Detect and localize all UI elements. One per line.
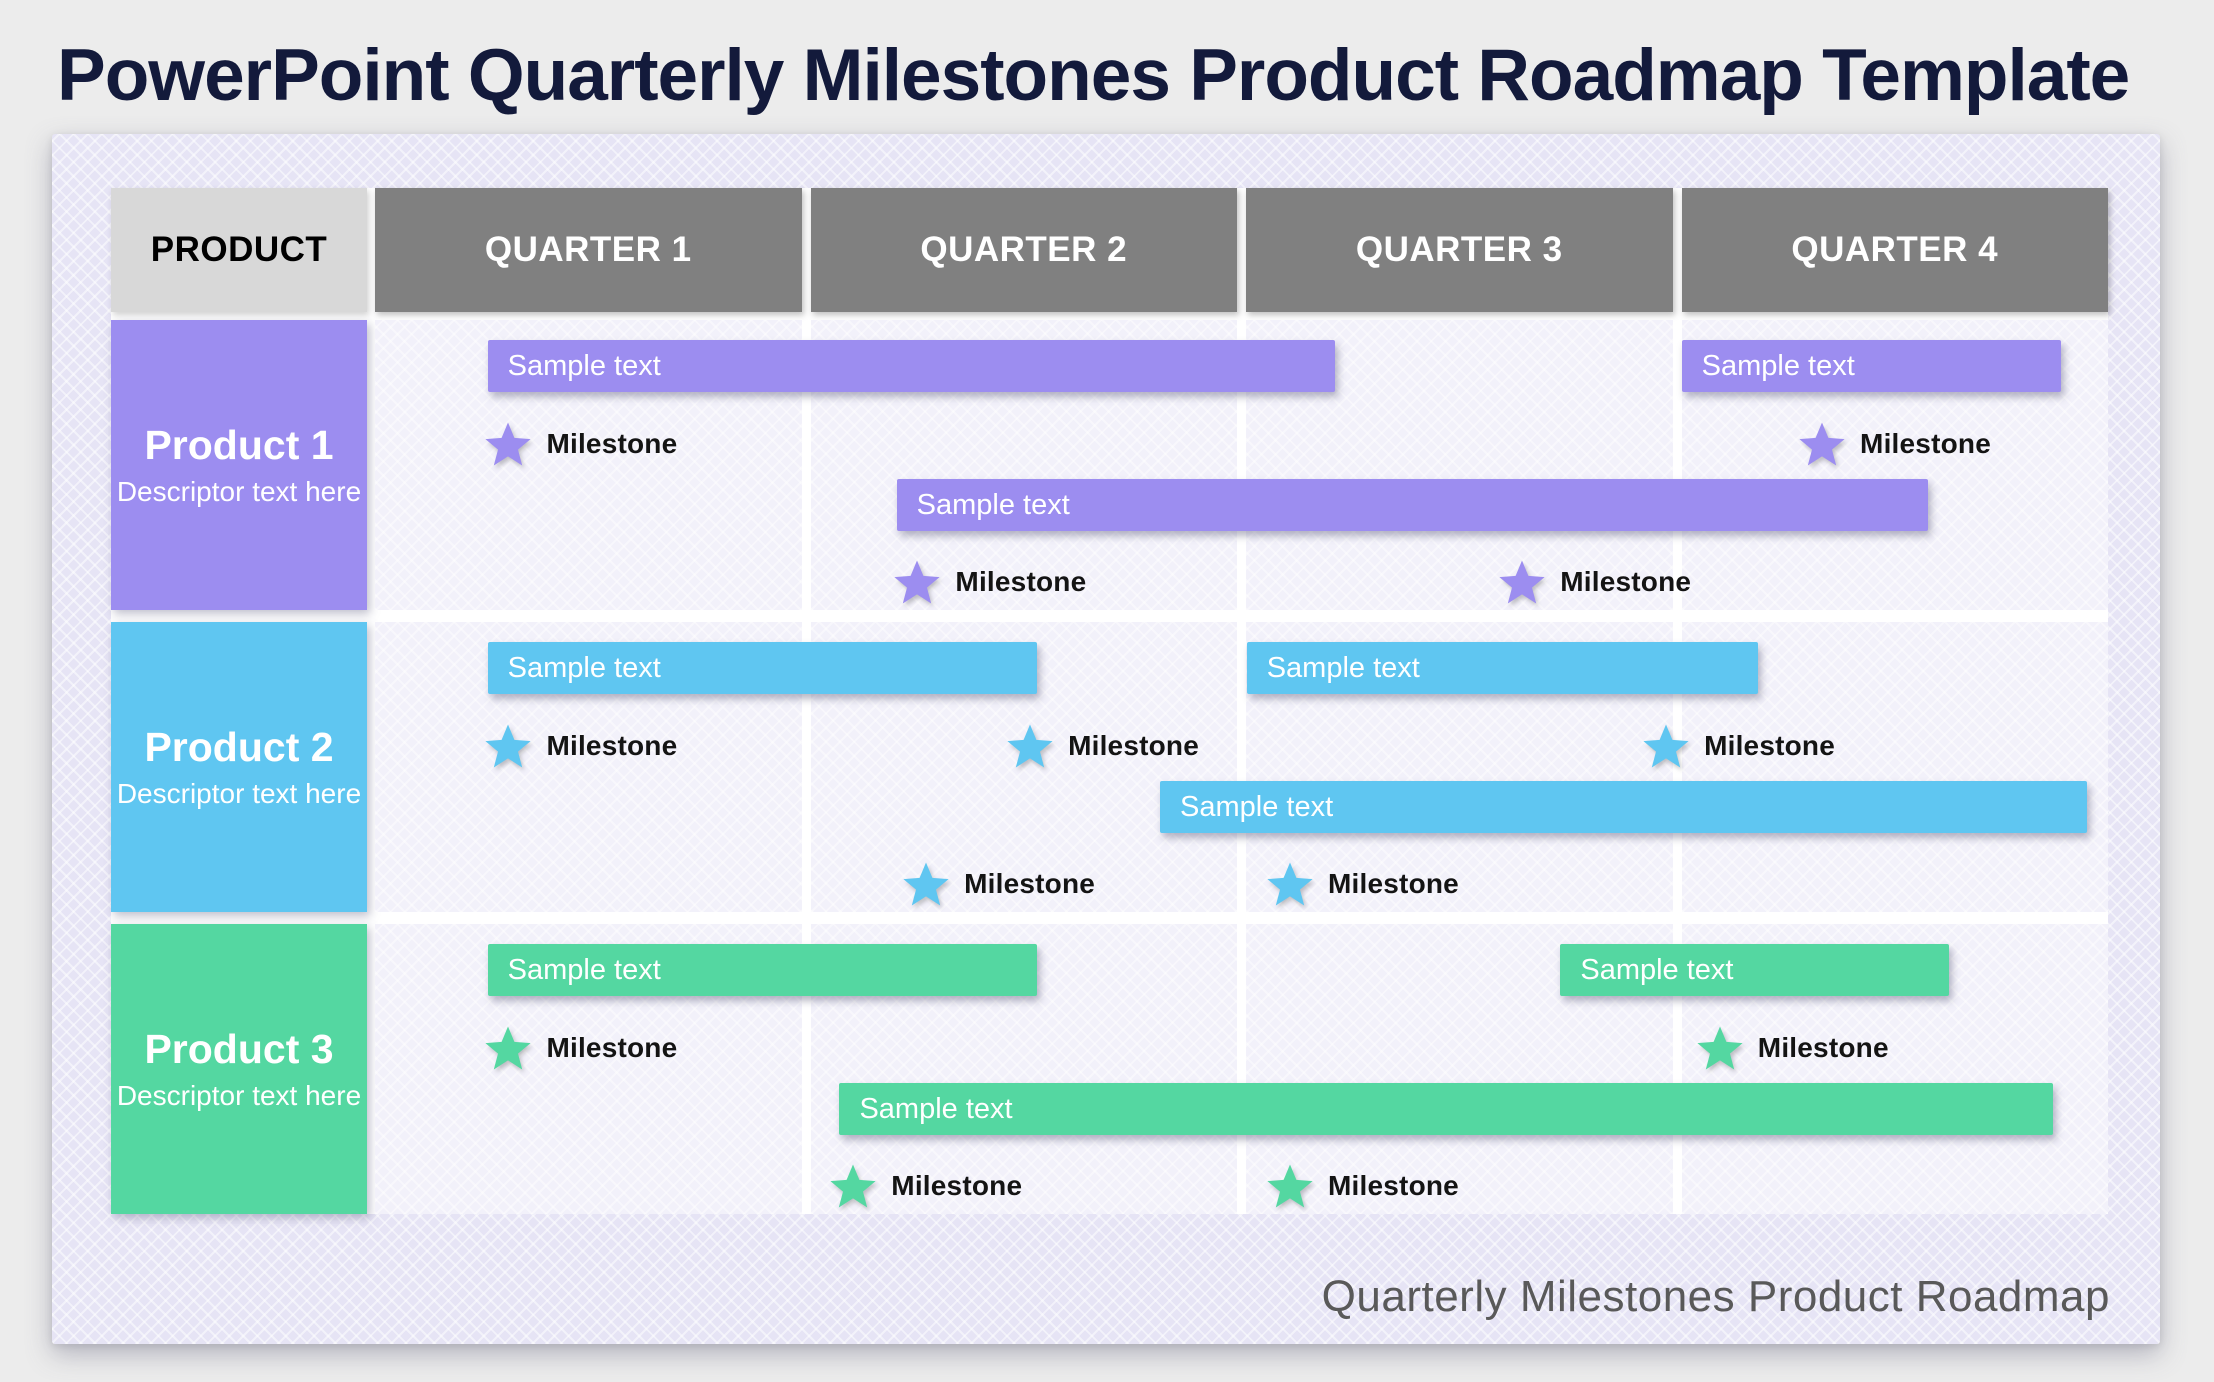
roadmap-bar[interactable]: Sample text <box>1681 340 2062 392</box>
star-icon <box>1697 1026 1743 1070</box>
star-icon <box>1007 724 1053 768</box>
roadmap-panel: PRODUCT QUARTER 1 QUARTER 2 QUARTER 3 QU… <box>52 134 2160 1344</box>
star-icon <box>485 724 532 768</box>
milestone-label: Milestone <box>964 868 1096 899</box>
bar-label: Sample text <box>507 350 661 382</box>
column-header-quarter-2[interactable]: QUARTER 2 <box>810 188 1237 312</box>
star-icon <box>830 1164 876 1208</box>
milestone-label: Milestone <box>1757 1032 1889 1063</box>
milestone-marker[interactable]: Milestone <box>1265 860 1459 908</box>
milestone-label: Milestone <box>955 566 1087 597</box>
milestone-label: Milestone <box>546 1032 678 1063</box>
slide-caption: Quarterly Milestones Product Roadmap <box>1321 1272 2110 1321</box>
bar-label: Sample text <box>507 652 661 684</box>
product-name: Product 3 <box>144 1026 334 1072</box>
product-descriptor: Descriptor text here <box>116 1080 362 1111</box>
product-name: Product 1 <box>144 422 334 468</box>
roadmap-bar[interactable]: Sample text <box>487 944 1037 996</box>
bar-label: Sample text <box>1580 954 1734 986</box>
roadmap-bar[interactable]: Sample text <box>839 1083 2053 1135</box>
page-title: PowerPoint Quarterly Milestones Product … <box>57 35 2130 116</box>
star-icon <box>485 1026 532 1070</box>
column-header-product[interactable]: PRODUCT <box>111 188 367 312</box>
quarter-headers: QUARTER 1 QUARTER 2 QUARTER 3 QUARTER 4 <box>375 188 2108 312</box>
product-name: Product 2 <box>144 724 334 770</box>
bar-label: Sample text <box>1180 791 1334 823</box>
roadmap-table: PRODUCT QUARTER 1 QUARTER 2 QUARTER 3 QU… <box>111 188 2108 1214</box>
milestone-label: Milestone <box>1328 868 1459 899</box>
product-descriptor: Descriptor text here <box>116 476 362 507</box>
star-icon <box>903 862 949 906</box>
roadmap-bar[interactable]: Sample text <box>896 479 1928 531</box>
star-icon <box>1799 422 1845 466</box>
bar-label: Sample text <box>507 954 661 986</box>
star-icon <box>1267 1164 1313 1208</box>
milestone-marker[interactable]: Milestone <box>1497 558 1691 606</box>
milestone-marker[interactable]: Milestone <box>483 722 677 770</box>
milestone-marker[interactable]: Milestone <box>1641 722 1835 770</box>
roadmap-bar[interactable]: Sample text <box>487 642 1037 694</box>
column-header-quarter-4[interactable]: QUARTER 4 <box>1681 188 2108 312</box>
product-row-3: Product 3 Descriptor text here Sample text… <box>111 924 2108 1214</box>
milestone-label: Milestone <box>1328 1170 1459 1201</box>
milestone-marker[interactable]: Milestone <box>1005 722 1199 770</box>
product-cell-1[interactable]: Product 1 Descriptor text here <box>111 320 367 610</box>
quarter-cell <box>1246 320 1673 610</box>
milestone-marker[interactable]: Milestone <box>483 1024 677 1072</box>
milestone-marker[interactable]: Milestone <box>1695 1024 1889 1072</box>
quarter-cell <box>1246 924 1673 1214</box>
bar-label: Sample text <box>1701 350 1855 382</box>
milestone-marker[interactable]: Milestone <box>892 558 1086 606</box>
star-icon <box>894 560 941 604</box>
milestone-label: Milestone <box>1860 428 1991 459</box>
milestone-marker[interactable]: Milestone <box>483 420 677 468</box>
product-row-1: Product 1 Descriptor text here Sample text… <box>111 320 2108 610</box>
product-cell-2[interactable]: Product 2 Descriptor text here <box>111 622 367 912</box>
column-header-quarter-1[interactable]: QUARTER 1 <box>375 188 802 312</box>
star-icon <box>1267 862 1313 906</box>
bar-label: Sample text <box>859 1093 1013 1125</box>
bar-label: Sample text <box>1266 652 1420 684</box>
milestone-marker[interactable]: Milestone <box>1265 1162 1459 1210</box>
milestone-label: Milestone <box>1068 730 1199 761</box>
roadmap-bar[interactable]: Sample text <box>487 340 1336 392</box>
product-row-2: Product 2 Descriptor text here Sample text… <box>111 622 2108 912</box>
milestone-marker[interactable]: Milestone <box>901 860 1095 908</box>
star-icon <box>485 422 532 466</box>
bar-label: Sample text <box>916 489 1070 521</box>
roadmap-bar[interactable]: Sample text <box>1560 944 1949 996</box>
milestone-label: Milestone <box>546 428 678 459</box>
milestone-label: Milestone <box>546 730 678 761</box>
star-icon <box>1643 724 1689 768</box>
milestone-label: Milestone <box>891 1170 1023 1201</box>
table-header-row: PRODUCT QUARTER 1 QUARTER 2 QUARTER 3 QU… <box>111 188 2108 312</box>
product-cell-3[interactable]: Product 3 Descriptor text here <box>111 924 367 1214</box>
roadmap-bar[interactable]: Sample text <box>1160 781 2088 833</box>
milestone-label: Milestone <box>1560 566 1692 597</box>
milestone-label: Milestone <box>1704 730 1836 761</box>
product-descriptor: Descriptor text here <box>116 778 362 809</box>
column-header-quarter-3[interactable]: QUARTER 3 <box>1246 188 1673 312</box>
star-icon <box>1499 560 1545 604</box>
roadmap-bar[interactable]: Sample text <box>1246 642 1758 694</box>
milestone-marker[interactable]: Milestone <box>1797 420 1991 468</box>
milestone-marker[interactable]: Milestone <box>828 1162 1022 1210</box>
